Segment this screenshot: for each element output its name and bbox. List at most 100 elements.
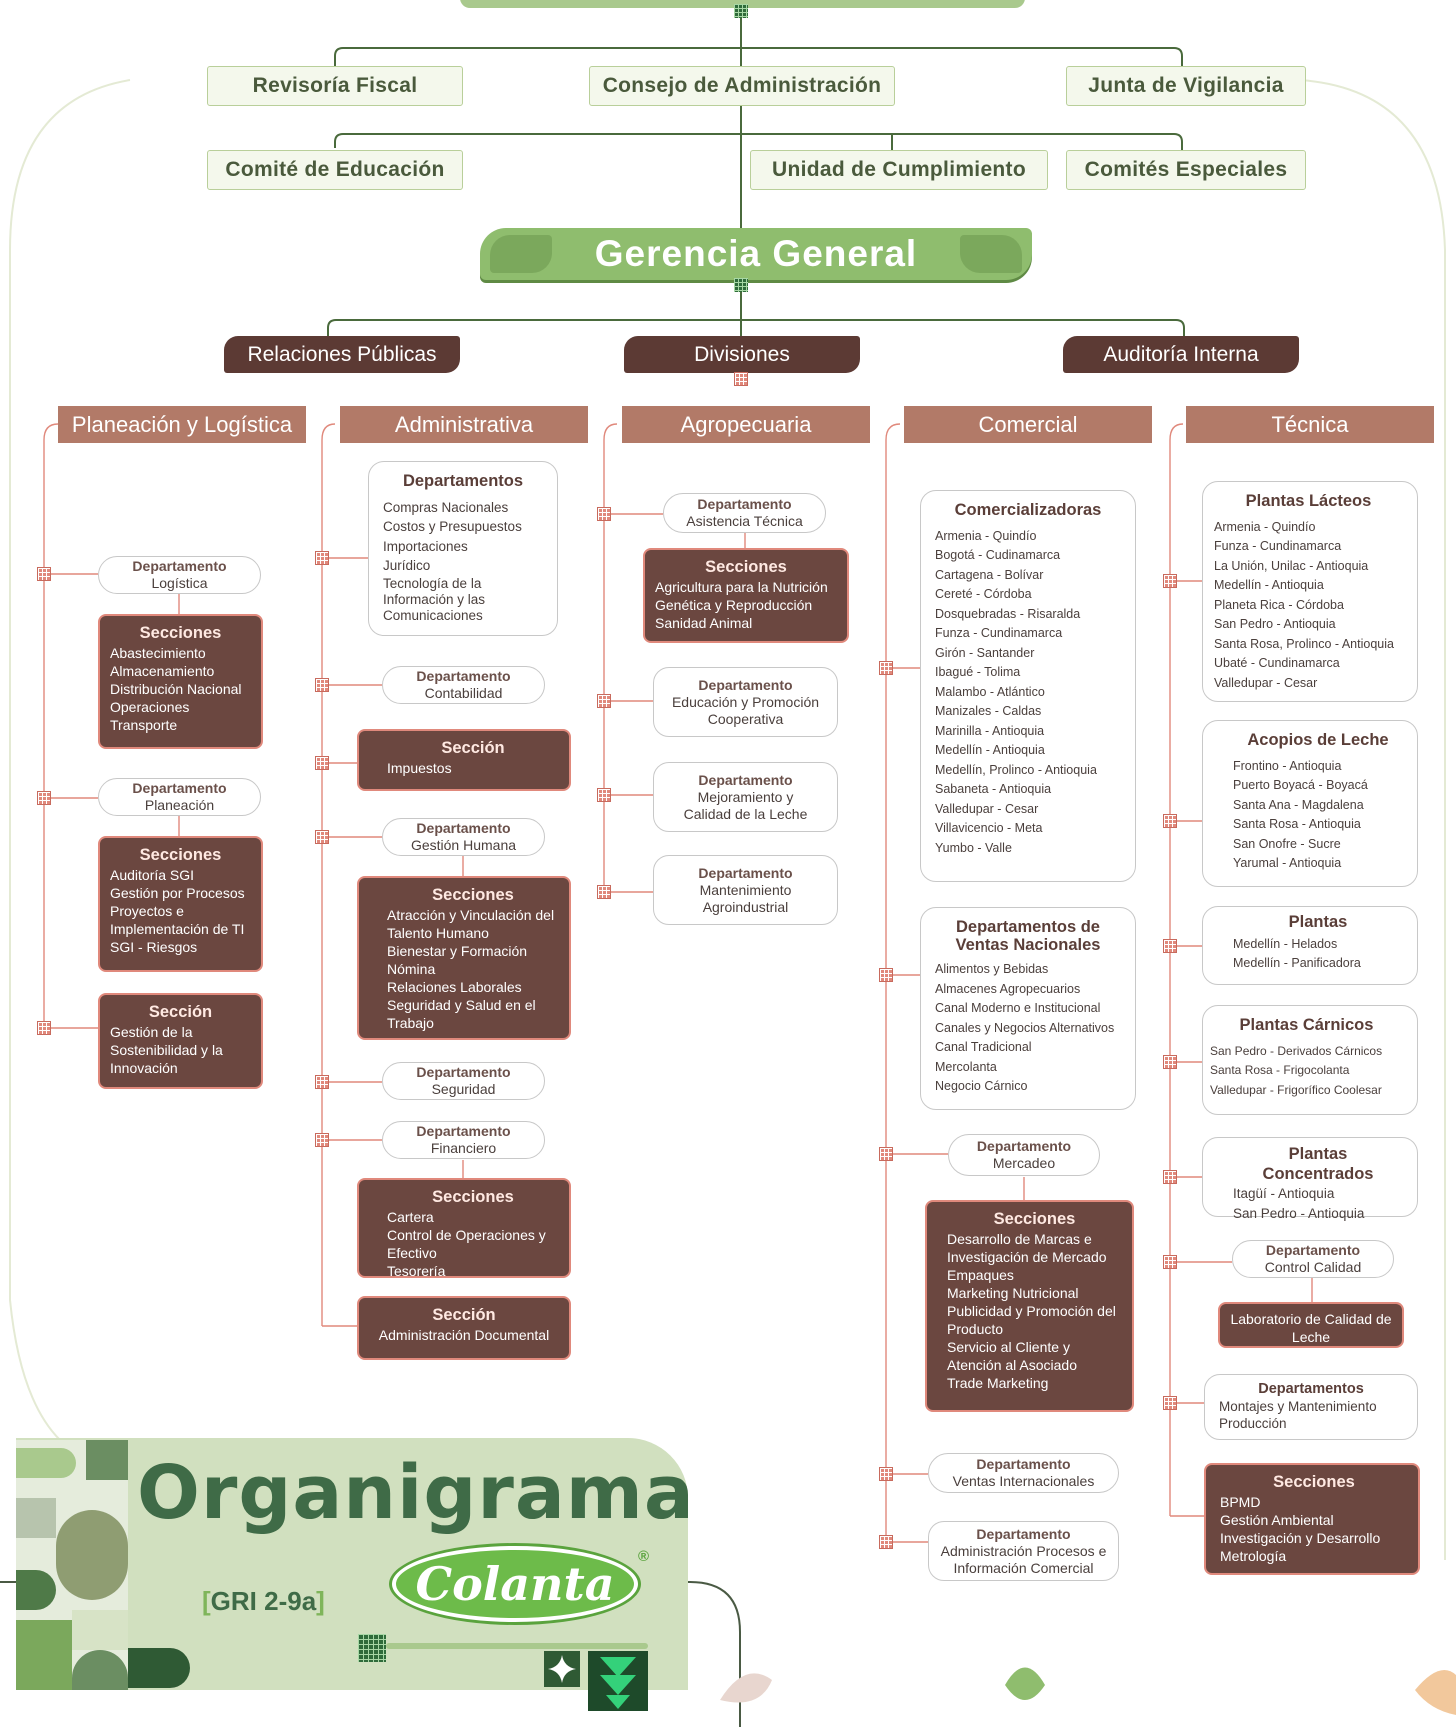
box-heading: Secciones — [432, 1188, 514, 1206]
list-item: San Onofre - Sucre — [1233, 836, 1341, 851]
secciones-financiero: Secciones Cartera Control de Operaciones… — [357, 1178, 571, 1279]
dept-name: Seguridad — [431, 1081, 496, 1097]
list-item: Ubaté - Cundinamarca — [1214, 656, 1340, 670]
connector-node — [597, 507, 611, 521]
list-item: Yumbo - Valle — [935, 840, 1012, 855]
dept-educacion: Departamento Educación y Promoción Coope… — [653, 667, 838, 737]
list-item: Tecnología de la Información y las Comun… — [383, 575, 486, 623]
list-item: Compras Nacionales — [383, 499, 509, 515]
shape-decoration — [128, 1648, 190, 1688]
header-agropecuaria: Agropecuaria — [622, 406, 870, 443]
connector-node — [1163, 814, 1177, 828]
gerencia-label: Gerencia General — [594, 233, 918, 274]
box-heading: Departamentos de Ventas Nacionales — [955, 918, 1101, 954]
list-item: Bienestar y Formación — [387, 943, 528, 959]
grid-icon — [358, 1634, 386, 1662]
connector-node — [879, 1467, 893, 1481]
gri-bracket: [ — [202, 1586, 211, 1616]
consejo-box: Consejo de Administración — [589, 66, 895, 106]
seccion-impuestos: Sección Impuestos — [357, 729, 571, 791]
divisiones: Divisiones — [624, 336, 860, 373]
dept-label: Departamento — [976, 1525, 1071, 1542]
list-item: Gestión de la Sostenibilidad y la Innova… — [110, 1024, 223, 1076]
list-item: Sabaneta - Antioquia — [935, 782, 1052, 796]
dept-seguridad: Departamento Seguridad — [382, 1062, 545, 1100]
dept-label: Departamento — [416, 820, 511, 836]
list-item: Medellín - Helados — [1233, 936, 1338, 951]
list-item: Desarrollo de Marcas e Investigación de … — [947, 1231, 1107, 1265]
dept-label: Departamento — [698, 771, 793, 788]
dept-label: Departamento — [698, 864, 793, 881]
list-item: Auditoría SGI — [110, 867, 195, 883]
list-item: Administración Documental — [378, 1327, 550, 1343]
list-item: Tesorería — [387, 1263, 446, 1279]
box-heading: Plantas Lácteos — [1245, 492, 1372, 510]
list-item: Armenia - Quindío — [935, 528, 1037, 543]
dept-label: Departamento — [976, 1456, 1071, 1472]
list-item: Publicidad y Promoción del Producto — [947, 1303, 1116, 1337]
junta-box: Junta de Vigilancia — [1066, 66, 1306, 106]
list-item: Manizales - Caldas — [935, 704, 1042, 718]
list-item: SGI - Riesgos — [110, 939, 198, 955]
dept-name: Planeación — [144, 797, 215, 813]
gri-label: [GRI 2-9a] — [202, 1586, 325, 1617]
list-item: Funza - Cundinamarca — [935, 626, 1063, 640]
list-item: Ibagué - Tolima — [935, 665, 1021, 679]
list-item: Marketing Nutricional — [947, 1285, 1079, 1301]
list-item: Canal Moderno e Institucional — [935, 1001, 1101, 1015]
secciones-asistencia: Secciones Agricultura para la Nutrición … — [643, 548, 849, 643]
box-heading: Sección — [432, 1306, 496, 1324]
list-item: Servicio al Cliente y Atención al Asocia… — [947, 1339, 1077, 1373]
comite-educacion-box: Comité de Educación — [207, 150, 463, 190]
box-heading: Secciones — [993, 1210, 1076, 1228]
dept-name: Financiero — [430, 1140, 497, 1156]
list-item: Cartagena - Bolívar — [935, 567, 1044, 582]
list-item: Medellín - Panificadora — [1233, 956, 1361, 970]
plantas-lacteos: Plantas Lácteos Armenia - Quindío Funza … — [1202, 481, 1418, 702]
connector-node — [597, 885, 611, 899]
list-item: Nómina — [387, 961, 436, 977]
dept-label: Departamento — [416, 1064, 511, 1080]
plantas-concentrados: Plantas Concentrados Itagüí - Antioquia … — [1202, 1137, 1418, 1221]
box-heading: Departamentos — [1258, 1381, 1364, 1397]
ventas-nacionales: Departamentos de Ventas Nacionales Alime… — [920, 907, 1136, 1110]
leaf-icon — [960, 235, 1022, 273]
box-heading: Secciones — [432, 886, 514, 904]
list-item: Valledupar - Cesar — [1214, 675, 1318, 690]
list-item: Frontino - Antioquia — [1233, 758, 1342, 773]
box-heading: Secciones — [705, 558, 787, 576]
dept-name: Contabilidad — [424, 685, 503, 701]
page-title: Organigrama — [137, 1450, 695, 1536]
box-heading: Acopios de Leche — [1247, 731, 1389, 749]
box-heading: Plantas Cárnicos — [1239, 1016, 1374, 1034]
list-item: Operaciones — [110, 699, 190, 715]
secciones-mercadeo: Secciones Desarrollo de Marcas e Investi… — [925, 1200, 1134, 1412]
comites-especiales-box: Comités Especiales — [1066, 150, 1306, 190]
list-item: Marinilla - Antioquia — [935, 723, 1045, 738]
list-item: Abastecimiento — [110, 645, 206, 661]
laboratorio-calidad: Laboratorio de Calidad de Leche — [1218, 1302, 1404, 1348]
list-item: San Pedro - Derivados Cárnicos — [1210, 1043, 1383, 1058]
arrow-down-icon — [588, 1651, 648, 1711]
connector-node — [879, 968, 893, 982]
list-item: Santa Ana - Magdalena — [1233, 797, 1364, 812]
dept-name: Mejoramiento y Calidad de la Leche — [683, 788, 808, 822]
box-heading: Comercializadoras — [954, 501, 1102, 519]
connector-node — [315, 1133, 329, 1147]
dept-label: Departamento — [416, 1123, 511, 1139]
connector-node — [734, 372, 748, 386]
list-item: Cereté - Córdoba — [935, 587, 1032, 601]
dept-name: Ventas Internacionales — [952, 1473, 1095, 1489]
list-item: Montajes y Mantenimiento — [1219, 1399, 1377, 1414]
list-item: Bogotá - Cudinamarca — [935, 548, 1061, 562]
list-item: Distribución Nacional — [110, 681, 242, 697]
connector-node — [597, 694, 611, 708]
box-heading: Departamentos — [402, 472, 524, 490]
connector-node — [315, 551, 329, 565]
list-item: Sanidad Animal — [655, 615, 753, 631]
list-item: Girón - Santander — [935, 645, 1035, 660]
header-tecnica: Técnica — [1186, 406, 1434, 443]
connector-node — [879, 1535, 893, 1549]
list-item: Gestión Ambiental — [1220, 1512, 1334, 1528]
revisoria-box: Revisoría Fiscal — [207, 66, 463, 106]
